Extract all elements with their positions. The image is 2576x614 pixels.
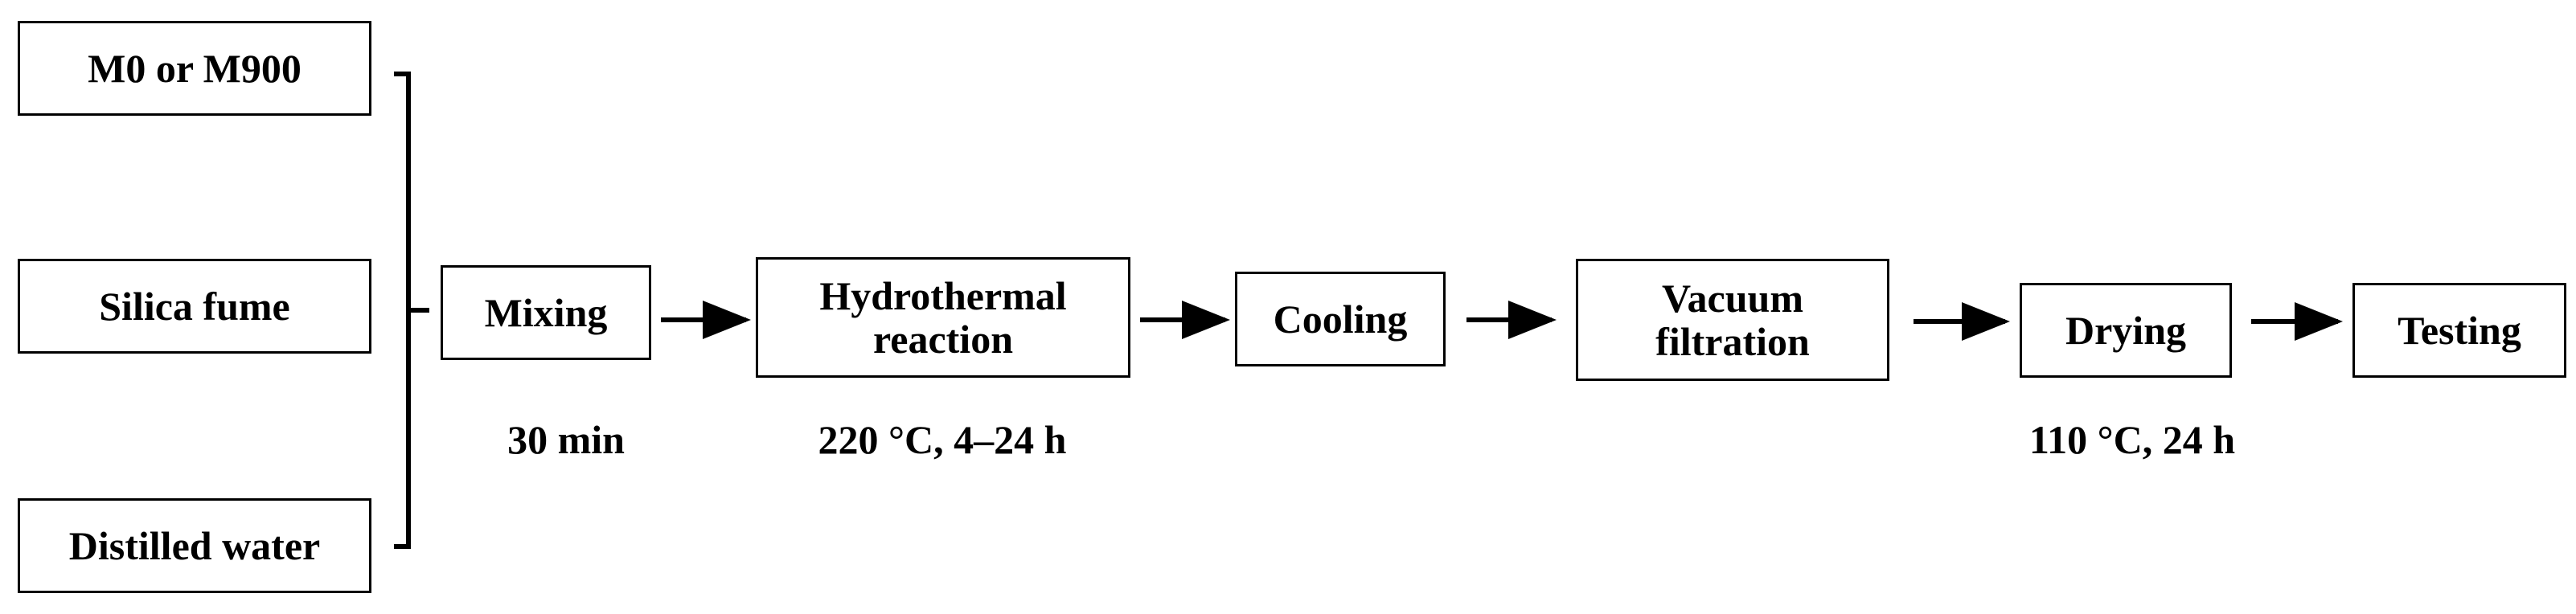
input-box-silica-fume: Silica fume — [18, 259, 371, 354]
step-hydrothermal-reaction: Hydrothermal reaction — [756, 257, 1130, 378]
input-box-m0-m900-label: M0 or M900 — [88, 46, 301, 91]
condition-hydrothermal: 220 °C, 4–24 h — [818, 417, 1067, 462]
step-hydrothermal-line2: reaction — [872, 317, 1014, 362]
input-box-silica-fume-label: Silica fume — [99, 284, 290, 329]
step-hydrothermal-reaction-label: Hydrothermal reaction — [819, 274, 1066, 361]
step-testing-label: Testing — [2398, 308, 2521, 353]
condition-mixing: 30 min — [507, 417, 625, 462]
step-mixing-label: Mixing — [484, 290, 608, 335]
input-box-distilled-water-label: Distilled water — [68, 523, 321, 568]
condition-drying: 110 °C, 24 h — [2028, 417, 2236, 462]
step-drying: Drying — [2020, 283, 2232, 378]
step-vacuum-filtration-label: Vacuum filtration — [1655, 276, 1810, 363]
input-box-distilled-water: Distilled water — [18, 498, 371, 593]
input-box-m0-m900: M0 or M900 — [18, 21, 371, 116]
step-hydrothermal-line1: Hydrothermal — [819, 273, 1067, 318]
step-mixing: Mixing — [441, 265, 651, 360]
step-drying-label: Drying — [2065, 308, 2186, 353]
step-vacuum-filtration: Vacuum filtration — [1576, 259, 1889, 381]
step-vacuum-line2: filtration — [1655, 319, 1810, 364]
step-cooling: Cooling — [1235, 272, 1446, 366]
input-bracket — [394, 72, 429, 549]
step-vacuum-line1: Vacuum — [1662, 276, 1803, 321]
step-testing: Testing — [2352, 283, 2566, 378]
step-cooling-label: Cooling — [1273, 297, 1408, 342]
